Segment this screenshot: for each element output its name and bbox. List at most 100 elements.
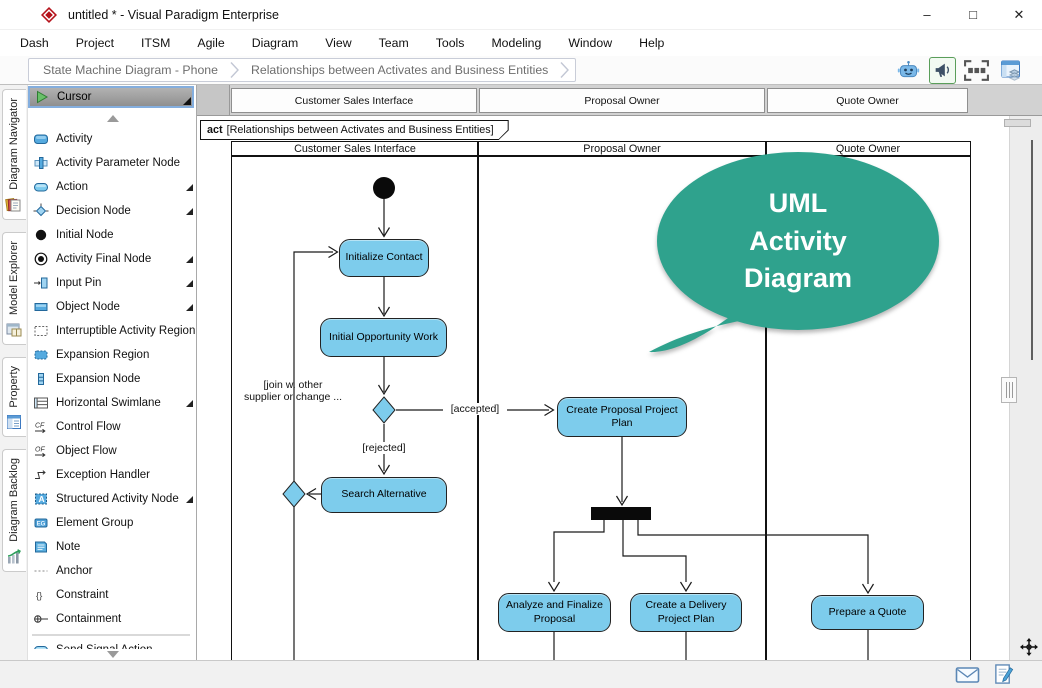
toolbox-item-initial-node[interactable]: Initial Node <box>28 223 197 247</box>
menu-item-diagram[interactable]: Diagram <box>252 36 298 50</box>
edge-label-accepted: [accepted] <box>444 403 506 415</box>
toolbox-item-control-flow[interactable]: CF Control Flow <box>28 415 197 439</box>
toolbox-item-label: Note <box>56 541 80 553</box>
toolbox-item-object-flow[interactable]: OFObject Flow <box>28 439 197 463</box>
selection-preview-button[interactable] <box>963 57 990 84</box>
node-analyze-and-finalize-proposal[interactable]: Analyze and Finalize Proposal <box>498 593 611 632</box>
toolbox-item-activity[interactable]: Activity <box>28 127 197 151</box>
breadcrumb-item-1[interactable]: State Machine Diagram - Phone <box>33 63 228 77</box>
toolbox-item-decision-node[interactable]: Decision Node <box>28 199 197 223</box>
flyout-corner-icon <box>186 400 193 407</box>
sidebar-tab-diagram-backlog[interactable]: Diagram Backlog <box>2 449 26 572</box>
node-create-proposal-project-plan[interactable]: Create Proposal Project Plan <box>557 397 687 437</box>
swimlane-header-customer-sales-interface[interactable]: Customer Sales Interface <box>232 142 478 155</box>
toolbox-item-object-node[interactable]: Object Node <box>28 295 197 319</box>
toolbox-item-label: Expansion Region <box>56 349 149 361</box>
scrollbar-up-stub[interactable] <box>1004 119 1031 127</box>
menu-item-window[interactable]: Window <box>568 36 612 50</box>
node-prepare-a-quote[interactable]: Prepare a Quote <box>811 595 924 630</box>
window-controls: –□✕ <box>904 0 1042 29</box>
flyout-corner-icon <box>186 304 193 311</box>
toolbox-scroll-down[interactable] <box>28 651 197 658</box>
close-button[interactable]: ✕ <box>996 0 1042 29</box>
panel-layout-button[interactable] <box>997 57 1024 84</box>
menu-item-view[interactable]: View <box>325 36 351 50</box>
toolbox-item-constraint[interactable]: {}Constraint <box>28 583 197 607</box>
scrollbar-thumb[interactable] <box>1031 140 1033 360</box>
node-initial[interactable] <box>373 177 395 199</box>
toolbox-item-activity-parameter-node[interactable]: Activity Parameter Node <box>28 151 197 175</box>
node-fork[interactable] <box>591 507 651 520</box>
toolbox-item-expansion-node[interactable]: Expansion Node <box>28 367 197 391</box>
menu-item-agile[interactable]: Agile <box>197 36 224 50</box>
toolbox-item-expansion-region[interactable]: Expansion Region <box>28 343 197 367</box>
menu-item-dash[interactable]: Dash <box>20 36 49 50</box>
pan-tool-icon[interactable] <box>1019 637 1039 657</box>
toolbox-item-structured-activity-node[interactable]: AStructured Activity Node <box>28 487 197 511</box>
toolbox-item-exception-handler[interactable]: Exception Handler <box>28 463 197 487</box>
splitter-grip[interactable] <box>1001 377 1017 403</box>
sticky-header-corner <box>197 85 230 115</box>
menu-item-help[interactable]: Help <box>639 36 664 50</box>
initial-node-icon <box>33 227 49 243</box>
toolbox-item-cursor[interactable]: Cursor <box>28 86 194 108</box>
toolbox-item-interruptible-activity-region[interactable]: Interruptible Activity Region <box>28 319 197 343</box>
toolbox-item-containment[interactable]: Containment <box>28 607 197 631</box>
sticky-lane-header-customer-sales-interface[interactable]: Customer Sales Interface <box>231 88 477 113</box>
sticky-lane-header-proposal-owner[interactable]: Proposal Owner <box>479 88 765 113</box>
toolbox-item-horizontal-swimlane[interactable]: Horizontal Swimlane <box>28 391 197 415</box>
announcement-button[interactable] <box>929 57 956 84</box>
toolbox-item-partial[interactable]: Send Signal Action <box>28 638 197 649</box>
ai-robot-icon <box>896 58 921 82</box>
toolbox-item-action[interactable]: Action <box>28 175 197 199</box>
breadcrumb-item-2[interactable]: Relationships between Activates and Busi… <box>241 63 558 77</box>
anchor-icon <box>33 563 49 579</box>
node-initial-opportunity-work[interactable]: Initial Opportunity Work <box>320 318 447 357</box>
model-explorer-icon <box>5 321 23 339</box>
callout-text: UML Activity Diagram <box>678 185 918 298</box>
toolbox-item-anchor[interactable]: Anchor <box>28 559 197 583</box>
expansion-region-icon <box>33 347 49 363</box>
node-decision[interactable] <box>372 396 396 424</box>
toolbox-item-send-signal-action[interactable]: Send Signal Action <box>28 638 197 649</box>
sidebar-tab-diagram-navigator[interactable]: Diagram Navigator <box>2 89 26 220</box>
minimize-button[interactable]: – <box>904 0 950 29</box>
visual-paradigm-logo-icon <box>40 6 58 24</box>
toolbox-item-input-pin[interactable]: Input Pin <box>28 271 197 295</box>
toolbox-item-label: Control Flow <box>56 421 121 433</box>
maximize-button[interactable]: □ <box>950 0 996 29</box>
edit-note-icon[interactable] <box>993 663 1014 686</box>
edge-label-join-note: [join w. other supplier or change ... <box>227 379 359 403</box>
node-create-a-delivery-project-plan[interactable]: Create a Delivery Project Plan <box>630 593 742 632</box>
toolbox-scroll-up[interactable] <box>28 115 197 122</box>
diagram-canvas[interactable]: Customer Sales InterfaceProposal OwnerQu… <box>197 85 1042 660</box>
toolbox-item-note[interactable]: Note <box>28 535 197 559</box>
sidebar-tab-property[interactable]: Property <box>2 357 26 438</box>
toolbox-item-element-group[interactable]: EGElement Group <box>28 511 197 535</box>
node-initialize-contact[interactable]: Initialize Contact <box>339 239 429 277</box>
svg-text:CF: CF <box>35 423 45 430</box>
menu-item-team[interactable]: Team <box>379 36 409 50</box>
breadcrumb: State Machine Diagram - Phone Relationshi… <box>28 58 576 82</box>
window-title: untitled * - Visual Paradigm Enterprise <box>68 8 279 22</box>
activity-parameter-node-icon <box>33 155 49 171</box>
toolbox-item-activity-final-node[interactable]: Activity Final Node <box>28 247 197 271</box>
menu-item-project[interactable]: Project <box>76 36 114 50</box>
menu-item-modeling[interactable]: Modeling <box>491 36 541 50</box>
sticky-lane-header-quote-owner[interactable]: Quote Owner <box>767 88 968 113</box>
uml-activity-diagram-callout[interactable]: UML Activity Diagram <box>637 143 949 383</box>
chevron-right-icon <box>230 61 239 79</box>
flyout-corner-icon <box>183 97 191 105</box>
toolbox-item-label: Expansion Node <box>56 373 140 385</box>
node-merge[interactable] <box>282 480 306 508</box>
frame-title: [Relationships between Activates and Bus… <box>227 124 494 136</box>
mail-icon[interactable] <box>954 665 981 685</box>
flyout-corner-icon <box>186 280 193 287</box>
ai-assistant-button[interactable] <box>895 57 922 84</box>
sidebar-tab-model-explorer[interactable]: Model Explorer <box>2 232 26 345</box>
swimlane-sticky-header: Customer Sales InterfaceProposal OwnerQu… <box>197 85 1042 116</box>
svg-text:A: A <box>39 494 45 504</box>
menu-item-tools[interactable]: Tools <box>436 36 465 50</box>
node-search-alternative[interactable]: Search Alternative <box>321 477 447 513</box>
menu-item-itsm[interactable]: ITSM <box>141 36 170 50</box>
